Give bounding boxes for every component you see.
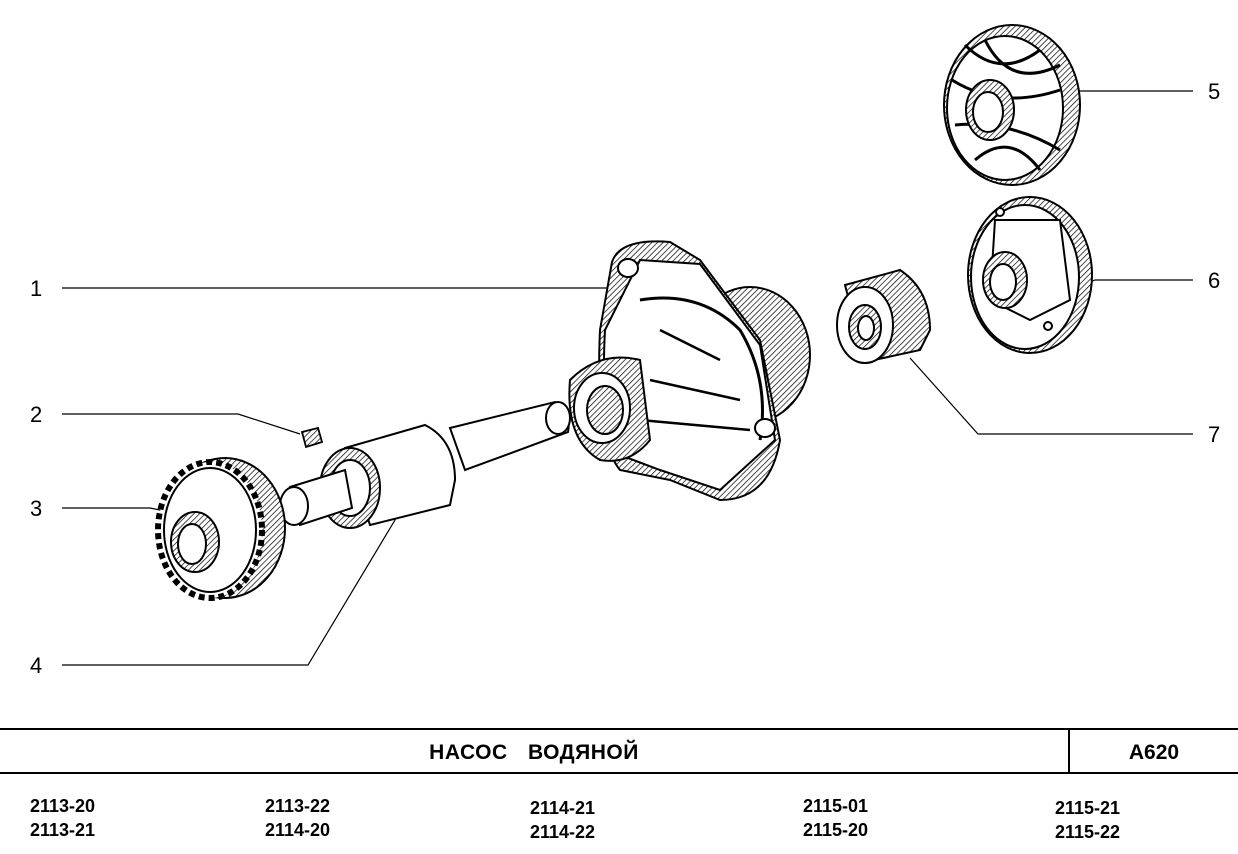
callout-6: 6: [1208, 268, 1221, 293]
leader-line-2: [62, 413, 301, 435]
model-code: 2113-22: [265, 796, 331, 816]
callout-3: 3: [30, 496, 43, 521]
title-bar: НАСОС ВОДЯНОЙ A620: [0, 728, 1238, 774]
diagram-title: НАСОС ВОДЯНОЙ: [429, 741, 639, 764]
leader-line-3: [62, 507, 171, 513]
model-code: 2115-21: [1055, 798, 1121, 818]
shaft-bearing-part: [279, 400, 571, 529]
model-code: 2113-21: [30, 820, 96, 840]
parts-diagram: [62, 24, 1193, 666]
leader-line-5: [1069, 87, 1193, 92]
pump-housing-part: [568, 240, 811, 502]
model-code: 2114-22: [530, 822, 596, 842]
callout-2: 2: [30, 402, 43, 427]
seal-part: [836, 268, 932, 364]
model-code: 2115-22: [1055, 822, 1121, 842]
model-code: 2114-20: [265, 820, 331, 840]
callout-4: 4: [30, 653, 43, 678]
impeller-part: [943, 24, 1081, 186]
drive-gear-part: [155, 457, 286, 601]
callout-5: 5: [1208, 79, 1221, 104]
model-code: 2114-21: [530, 798, 596, 818]
set-screw-part: [300, 426, 324, 449]
catalog-code: A620: [1128, 741, 1180, 764]
model-code: 2115-20: [803, 820, 869, 840]
seal-housing-part: [967, 196, 1093, 354]
model-code: 2115-01: [803, 796, 869, 816]
title-divider: [1068, 730, 1070, 772]
leader-line-4: [62, 514, 399, 666]
callout-1: 1: [30, 276, 43, 301]
leader-line-7: [909, 357, 1193, 435]
model-code: 2113-20: [30, 796, 96, 816]
leader-line-6: [1084, 279, 1193, 285]
callout-7: 7: [1208, 422, 1221, 447]
